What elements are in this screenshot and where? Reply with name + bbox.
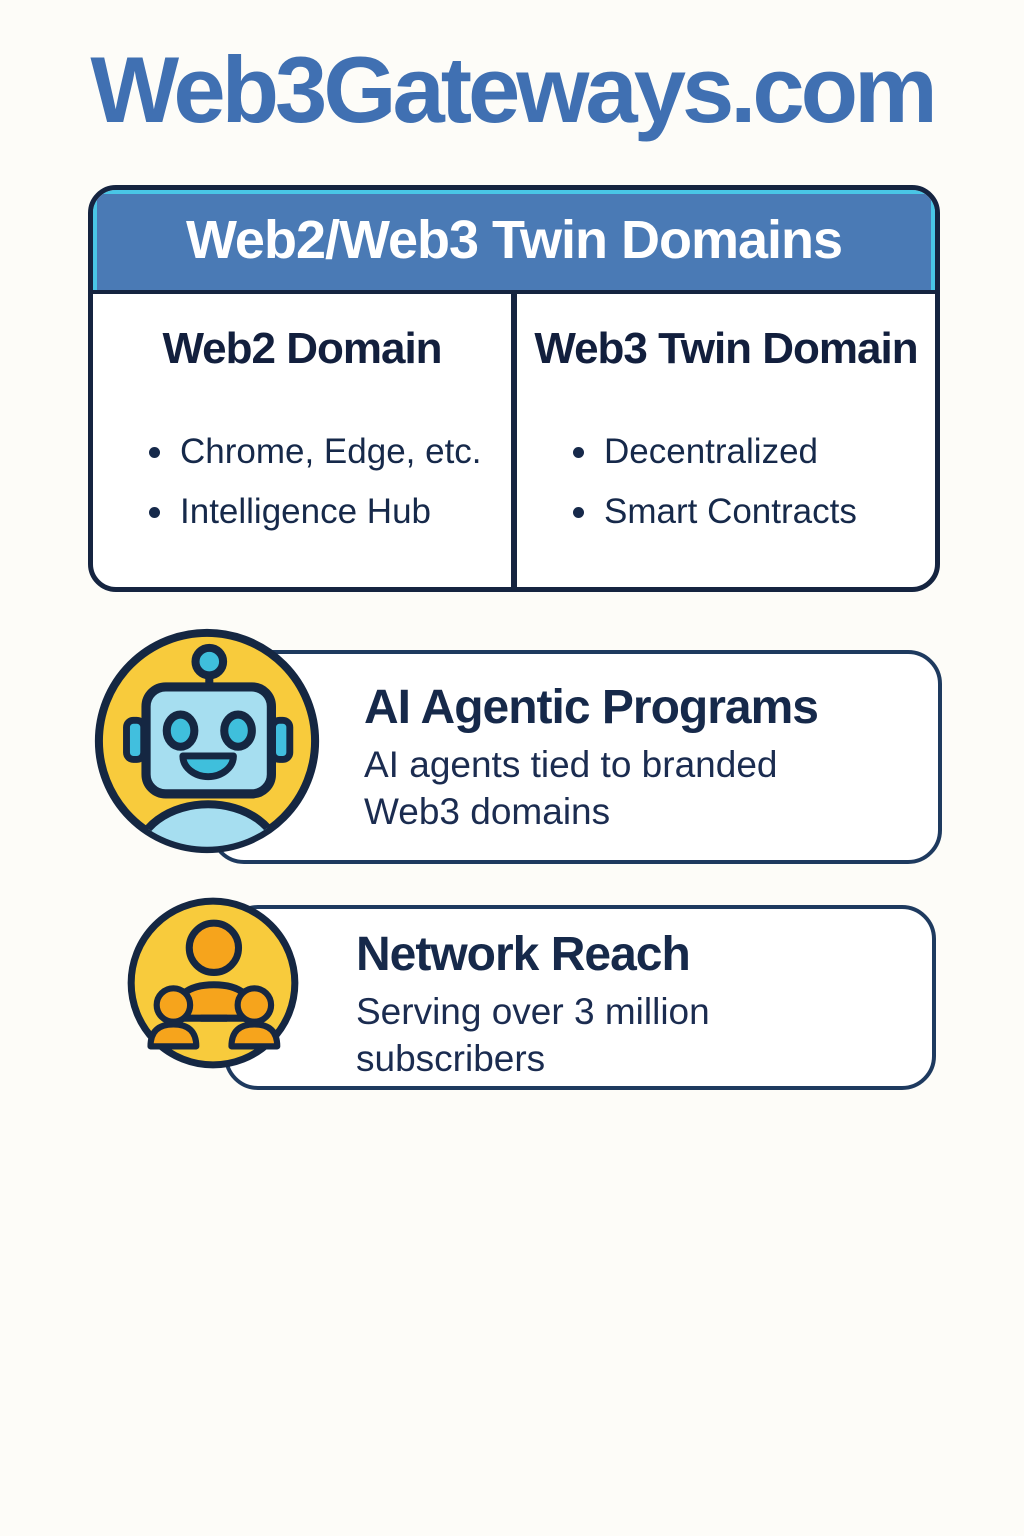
card-ai-description: AI agents tied to branded Web3 domains: [364, 744, 778, 833]
column-web2-domain: Web2 Domain Chrome, Edge, etc. Intellige…: [93, 294, 511, 587]
web3-bullet-list: Decentralized Smart Contracts: [517, 432, 935, 532]
column-web3-title: Web3 Twin Domain: [534, 324, 918, 373]
people-network-icon: [125, 895, 301, 1071]
bullet-dot-icon: [149, 446, 160, 458]
bullet-item: Intelligence Hub: [149, 492, 505, 532]
table-body: Web2 Domain Chrome, Edge, etc. Intellige…: [93, 294, 935, 587]
card-network-description: Serving over 3 million subscribers: [356, 991, 710, 1080]
card-ai-title: AI Agentic Programs: [364, 681, 819, 734]
bullet-text: Chrome, Edge, etc.: [180, 432, 482, 471]
card-network-title: Network Reach: [356, 928, 691, 981]
bullet-text: Intelligence Hub: [180, 492, 431, 531]
column-web2-title: Web2 Domain: [162, 324, 442, 373]
bullet-dot-icon: [573, 506, 584, 518]
table-header-label: Web2/Web3 Twin Domains: [185, 210, 843, 270]
bullet-text: Decentralized: [604, 432, 818, 471]
page-title: Web3Gateways.com: [90, 37, 937, 142]
table-header: Web2/Web3 Twin Domains: [93, 190, 935, 294]
bullet-text: Smart Contracts: [604, 492, 857, 531]
robot-icon: [92, 626, 322, 856]
card-ai-agentic-programs: AI Agentic Programs AI agents tied to br…: [210, 650, 942, 864]
bullet-item: Chrome, Edge, etc.: [149, 432, 505, 472]
card-network-reach: Network Reach Serving over 3 million sub…: [224, 905, 936, 1090]
bullet-item: Smart Contracts: [573, 492, 929, 532]
column-web3-twin-domain: Web3 Twin Domain Decentralized Smart Con…: [517, 294, 935, 587]
bullet-item: Decentralized: [573, 432, 929, 472]
twin-domains-table: Web2/Web3 Twin Domains Web2 Domain Chrom…: [88, 185, 940, 592]
web2-bullet-list: Chrome, Edge, etc. Intelligence Hub: [93, 432, 511, 532]
column-divider: [511, 294, 517, 587]
bullet-dot-icon: [149, 506, 160, 518]
bullet-dot-icon: [573, 446, 584, 458]
